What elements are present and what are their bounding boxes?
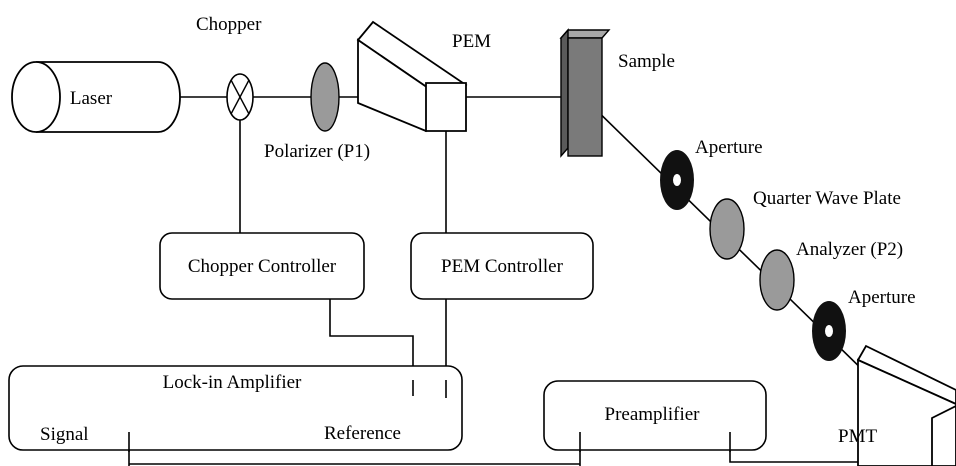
sample-front xyxy=(567,37,603,157)
lockin-amplifier: Lock-in Amplifier Signal Reference xyxy=(8,365,463,452)
preamplifier-box xyxy=(543,380,767,451)
reference-label: Reference xyxy=(324,423,401,444)
chopper-controller-label: Chopper Controller xyxy=(188,256,337,277)
chopper-controller: Chopper Controller xyxy=(159,232,365,300)
pmt-label: PMT xyxy=(838,426,877,447)
laser-label: Laser xyxy=(70,88,113,109)
pem: PEM xyxy=(356,20,491,133)
polarizer-element xyxy=(310,62,340,132)
pem-controller-label: PEM Controller xyxy=(441,256,564,277)
aperture-2: Aperture xyxy=(812,287,916,361)
pem-controller-box xyxy=(410,232,594,300)
pmt-end-face xyxy=(931,404,956,466)
sample: Sample xyxy=(559,28,675,158)
aperture-1-hole xyxy=(673,174,681,186)
sample-side xyxy=(560,28,569,158)
sample-label: Sample xyxy=(618,51,675,72)
analyzer-element xyxy=(759,249,795,311)
quarter-wave-plate-element xyxy=(709,198,745,260)
signal-label: Signal xyxy=(40,424,89,445)
polarizer: Polarizer (P1) xyxy=(264,62,370,162)
aperture-2-label: Aperture xyxy=(848,287,916,308)
lockin-amplifier-label: Lock-in Amplifier xyxy=(163,372,302,393)
chopper-controller-box xyxy=(159,232,365,300)
chopper-label: Chopper xyxy=(196,14,262,35)
quarter-wave-plate: Quarter Wave Plate xyxy=(709,188,901,260)
quarter-wave-plate-label: Quarter Wave Plate xyxy=(753,188,901,209)
lockin-amplifier-box xyxy=(8,365,463,451)
pem-label: PEM xyxy=(452,31,491,52)
aperture-1: Aperture xyxy=(660,137,763,210)
analyzer-label: Analyzer (P2) xyxy=(796,239,903,260)
chopper: Chopper xyxy=(196,14,262,121)
polarizer-label: Polarizer (P1) xyxy=(264,141,370,162)
pem-end-face xyxy=(425,82,467,132)
pmt: PMT xyxy=(838,344,956,466)
aperture-1-label: Aperture xyxy=(695,137,763,158)
pem-controller: PEM Controller xyxy=(410,232,594,300)
laser-body xyxy=(36,61,181,133)
analyzer: Analyzer (P2) xyxy=(759,239,903,311)
preamplifier: Preamplifier xyxy=(543,380,767,452)
laser-end-cap xyxy=(11,61,61,133)
aperture-2-hole xyxy=(825,325,833,337)
chopper-cross-2 xyxy=(230,79,250,115)
laser: Laser xyxy=(11,61,181,133)
preamplifier-label: Preamplifier xyxy=(605,404,701,425)
